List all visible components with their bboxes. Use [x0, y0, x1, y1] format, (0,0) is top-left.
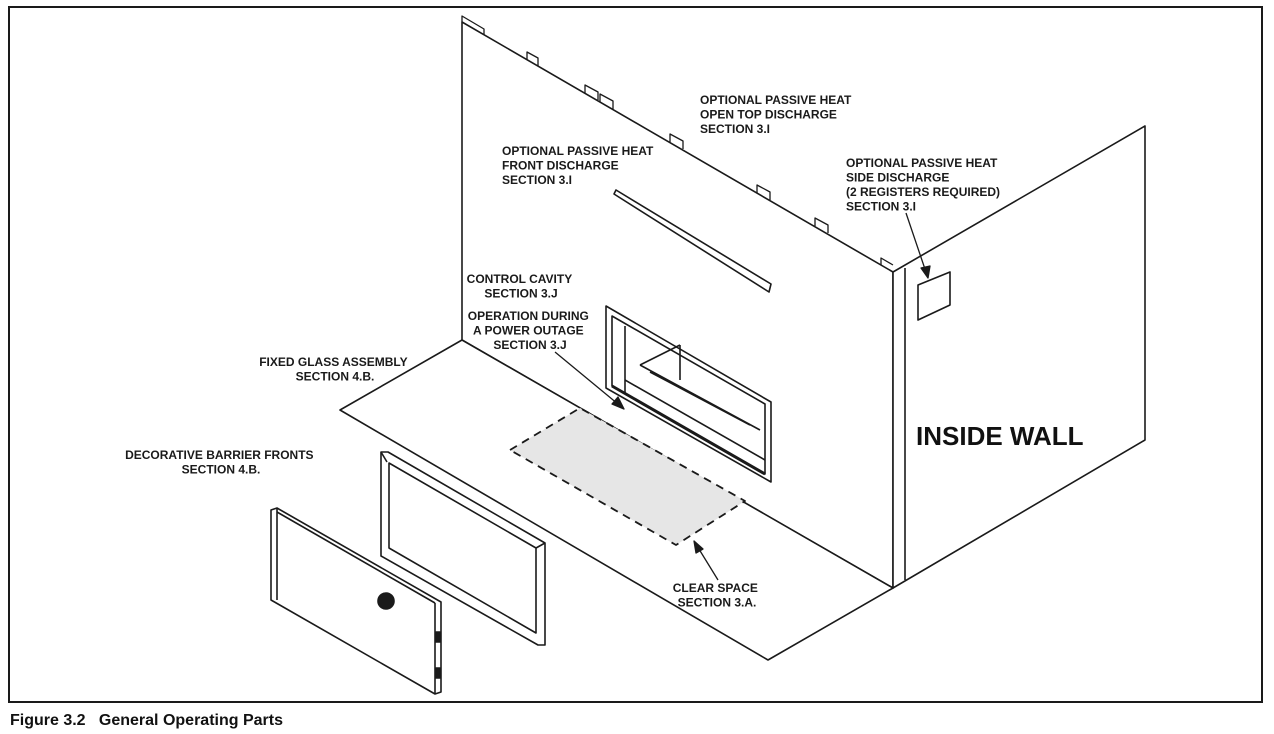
fireplace-diagram: OPTIONAL PASSIVE HEAT OPEN TOP DISCHARGE… [125, 15, 1146, 695]
label-clear-space: CLEAR SPACE SECTION 3.A. [673, 581, 761, 610]
label-front-discharge: OPTIONAL PASSIVE HEAT FRONT DISCHARGE SE… [502, 144, 657, 187]
clear-space-zone [509, 407, 746, 546]
fixed-glass-assembly [380, 451, 546, 646]
side-discharge-register [917, 271, 951, 321]
label-inside-wall: INSIDE WALL [916, 421, 1084, 451]
label-power-outage: OPERATION DURING A POWER OUTAGE SECTION … [468, 309, 592, 352]
figure-frame [8, 6, 1263, 703]
label-barrier-fronts: DECORATIVE BARRIER FRONTS SECTION 4.B. [125, 448, 317, 477]
decorative-barrier-front [270, 507, 442, 695]
framing-studs [461, 15, 894, 266]
label-control-cavity: CONTROL CAVITY SECTION 3.J [467, 272, 576, 301]
figure-caption: Figure 3.2 General Operating Parts [10, 712, 283, 729]
label-open-top: OPTIONAL PASSIVE HEAT OPEN TOP DISCHARGE… [700, 93, 855, 136]
label-fixed-glass: FIXED GLASS ASSEMBLY SECTION 4.B. [259, 355, 411, 384]
side-wall [892, 125, 1146, 589]
leader-arrows [554, 212, 931, 581]
firebox-opening [605, 305, 772, 483]
front-discharge-register [613, 189, 772, 293]
label-side-discharge: OPTIONAL PASSIVE HEAT SIDE DISCHARGE (2 … [846, 156, 1003, 214]
